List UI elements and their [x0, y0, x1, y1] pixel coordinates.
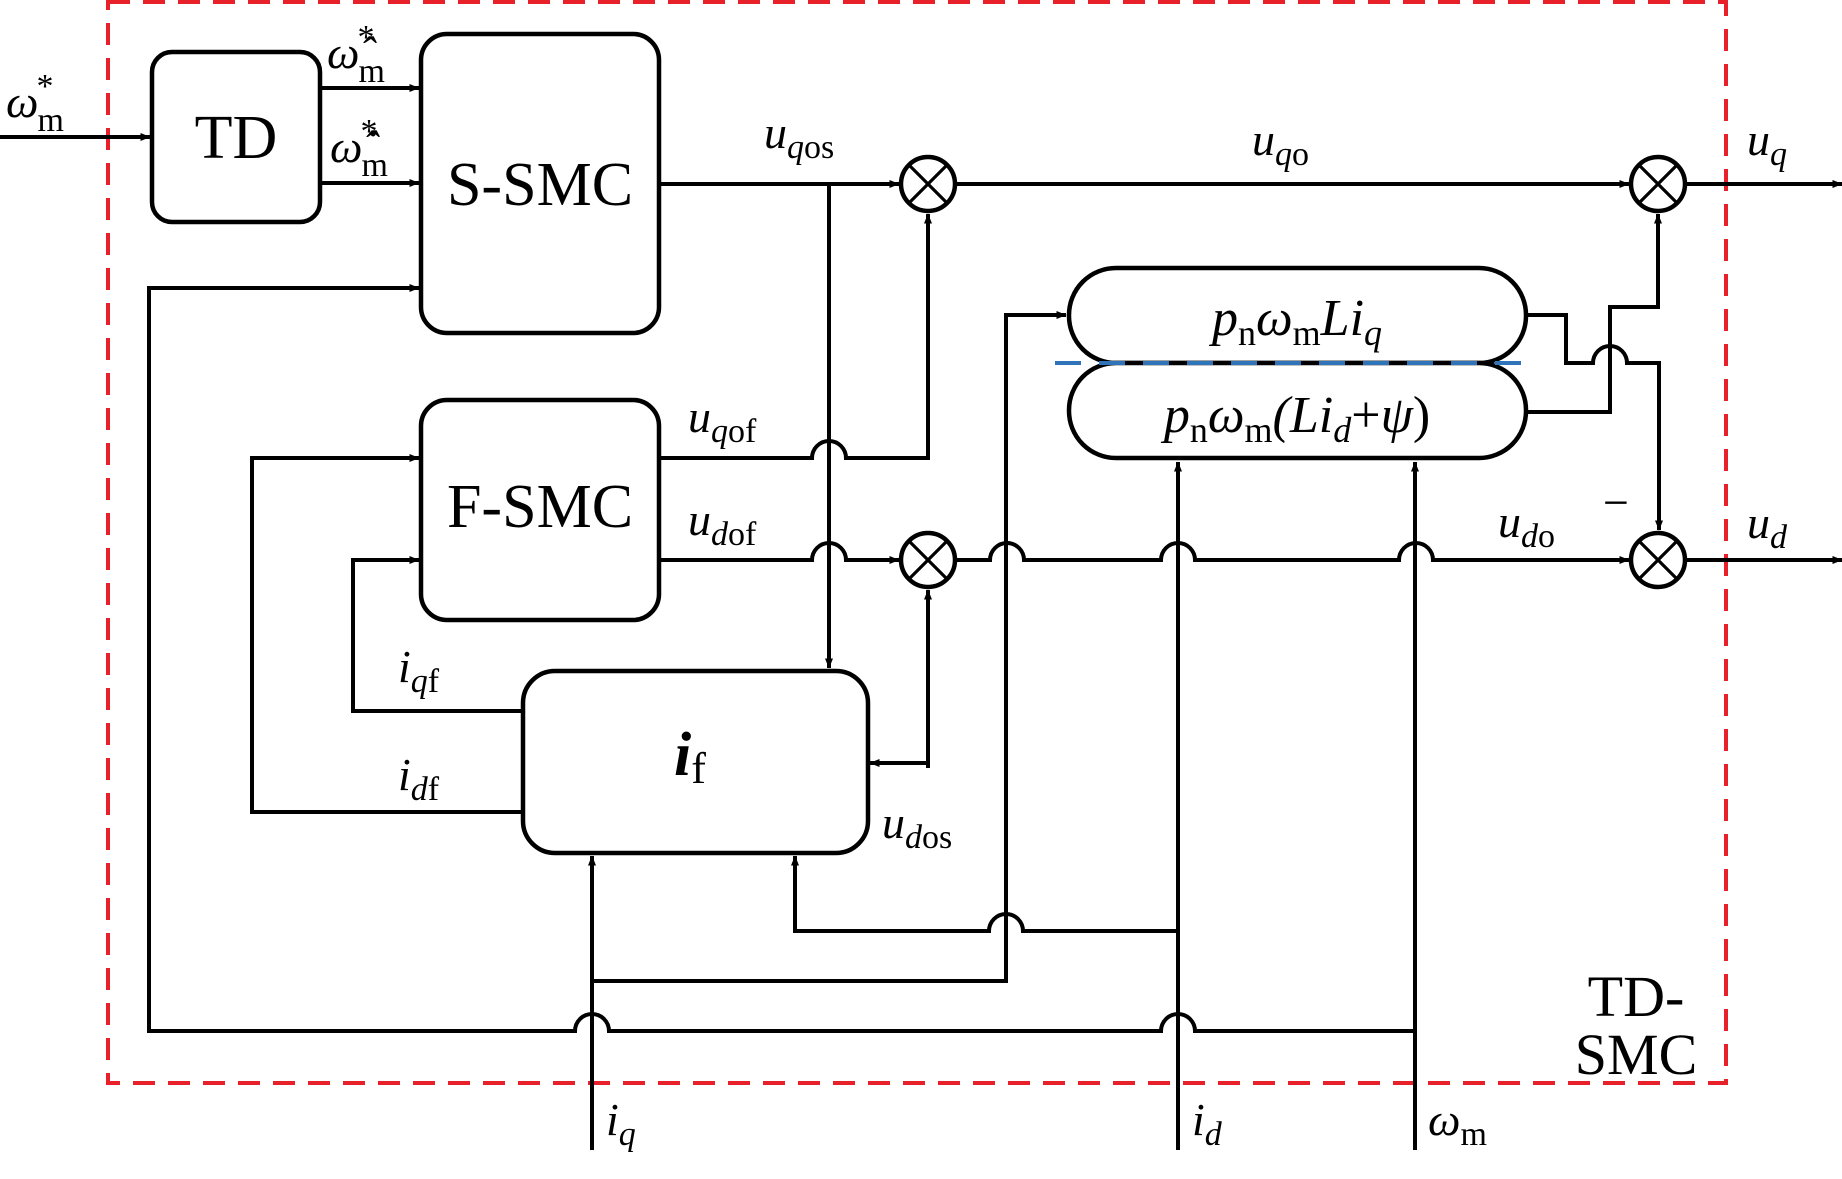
td-smc-frame: [106, 0, 1728, 1085]
s-smc-block: [418, 31, 662, 336]
f-smc-block: [418, 397, 662, 623]
junction-uq-output: [1628, 154, 1688, 214]
wires: [0, 84, 1842, 1150]
label-u-qos: uqos: [764, 107, 834, 166]
coupling-q-label: pnωmLiq: [1208, 290, 1382, 353]
wire-u-dof: [660, 541, 900, 564]
label-i-q: iq: [606, 1094, 636, 1153]
current-filter-block: [520, 668, 871, 856]
label-i-qf: iqf: [398, 641, 440, 700]
wire-i-qf: [351, 556, 523, 713]
wire-coupling-d-out: [1527, 213, 1662, 414]
label-i-df: idf: [398, 749, 440, 808]
coupling-d-label: pnωm(Lid+ψ): [1160, 387, 1430, 450]
label-u-qo: uqo: [1252, 114, 1309, 173]
wire-i-d-branch: [791, 855, 1178, 933]
label-u-qof: uqof: [688, 391, 757, 450]
label-omega-hat-dot: ω̂̇*m: [330, 113, 388, 184]
label-u-dof: udof: [688, 494, 757, 553]
label-u-do: udo: [1498, 496, 1555, 555]
frame-title-line1: TD-: [1588, 964, 1685, 1029]
current-filter-block-label: if: [674, 721, 706, 793]
junction-d-sum: [898, 530, 958, 590]
label-omega-m: ωm: [1428, 1094, 1487, 1153]
junction-ud-output: [1628, 530, 1688, 590]
wire-u-qof: [660, 213, 932, 460]
s-smc-block-label: S-SMC: [447, 151, 633, 219]
frame-title-line2: SMC: [1575, 1022, 1698, 1087]
label-omega-hat: ω̂*m: [327, 19, 385, 90]
wire-omega-feedback: [147, 284, 1415, 1033]
label-u-q: uq: [1747, 114, 1787, 173]
label-omega-ref: ω*m: [6, 68, 64, 139]
wire-coupling-q-out: [1527, 313, 1663, 531]
f-smc-block-label: F-SMC: [447, 473, 633, 541]
junction-q-sum: [898, 154, 958, 214]
wire-i-q-branch: [592, 311, 1067, 983]
minus-sign: −: [1603, 477, 1629, 528]
td-block-label: TD: [195, 104, 278, 172]
label-u-dos: udos: [882, 797, 952, 856]
label-i-d: id: [1192, 1094, 1223, 1153]
label-u-d: ud: [1747, 497, 1788, 556]
wire-i-df: [250, 454, 523, 814]
td-block: [149, 49, 323, 225]
